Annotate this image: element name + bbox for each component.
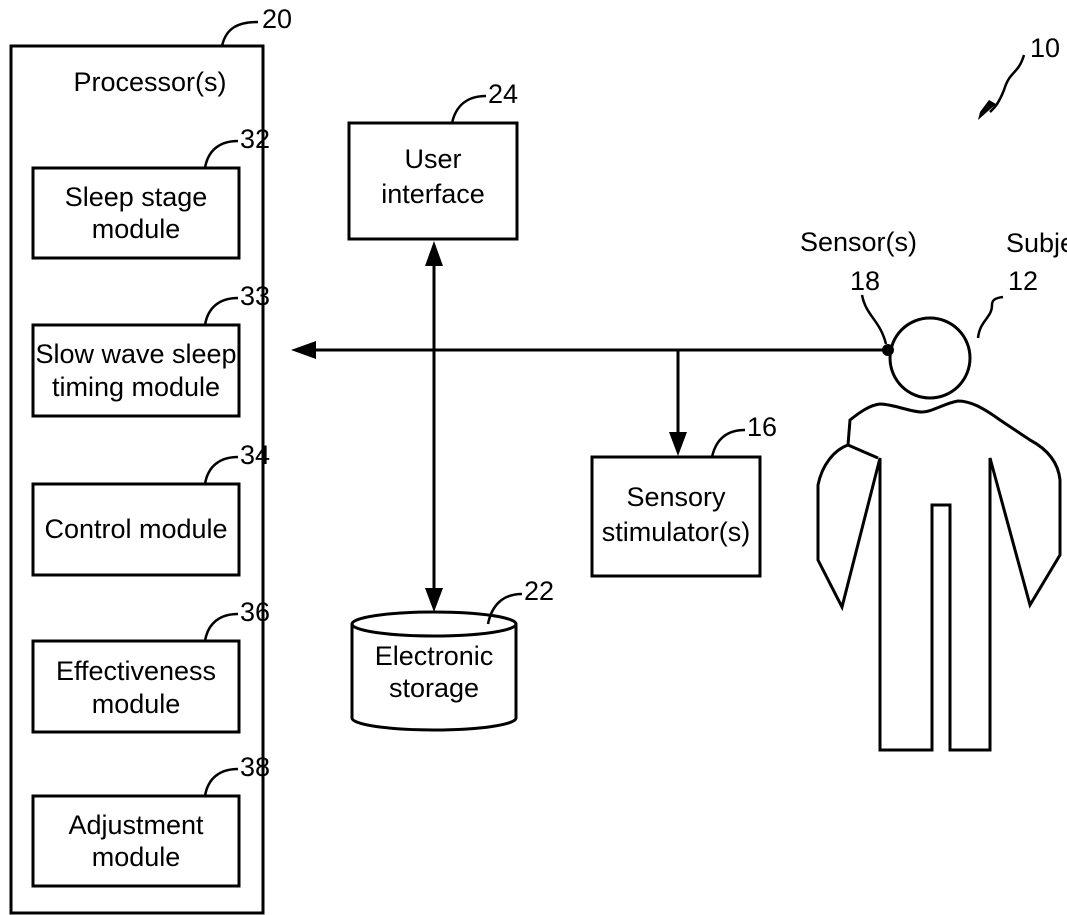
subject-head <box>888 316 972 400</box>
effectiveness-module-label-line2: module <box>92 689 181 719</box>
effectiveness-module-box <box>31 639 241 734</box>
control-module-ref-leader <box>203 455 239 485</box>
stimulator-arrowhead <box>669 432 687 456</box>
sws-timing-module-ref-number: 33 <box>240 281 270 311</box>
user-interface-block: User interface 24 <box>347 79 519 241</box>
sws-timing-module-box <box>31 323 241 418</box>
control-module-ref-number: 34 <box>240 440 270 470</box>
user-interface-label-line1: User <box>404 144 461 174</box>
storage-arrowhead <box>425 588 443 612</box>
electronic-storage-cylinder-body <box>350 624 518 732</box>
sensor-dot <box>882 344 894 356</box>
sensory-stimulator-ref-leader <box>710 428 746 458</box>
control-module-label: Control module <box>44 514 227 544</box>
subject-label: Subject <box>1006 228 1067 258</box>
sws-timing-module: Slow wave sleep timing module 33 <box>31 281 270 418</box>
subject-ref-number: 12 <box>1008 266 1038 296</box>
sws-timing-module-label-line1: Slow wave sleep <box>35 339 236 369</box>
electronic-storage-ref-leader <box>486 592 523 625</box>
figure-ref-number: 10 <box>1030 33 1060 63</box>
sensor-label: Sensor(s) <box>800 227 917 257</box>
user-interface-box <box>347 121 519 241</box>
adjustment-module-box <box>31 794 241 888</box>
sleep-stage-module-ref-number: 32 <box>240 124 270 154</box>
adjustment-module-label-line1: Adjustment <box>68 810 204 840</box>
sleep-stage-module-ref-leader <box>203 139 239 169</box>
adjustment-module-label-line2: module <box>92 842 181 872</box>
sleep-stage-module-label-line2: module <box>92 214 181 244</box>
figure-ref-arrowhead <box>978 100 996 120</box>
electronic-storage-block: Electronic storage 22 <box>350 576 554 732</box>
processor-ref-leader <box>220 20 259 47</box>
sensory-stimulator-box <box>590 455 762 578</box>
sleep-stage-module-box <box>31 166 241 260</box>
figure-ref-leader <box>989 54 1026 113</box>
control-module-box <box>31 482 241 577</box>
adjustment-module-ref-number: 38 <box>240 752 270 782</box>
sws-timing-module-ref-leader <box>203 296 239 326</box>
sws-timing-module-label-line2: timing module <box>52 372 220 402</box>
sensory-stimulator-block: Sensory stimulator(s) 16 <box>590 412 777 578</box>
processor-label: Processor(s) <box>73 67 226 97</box>
ui-arrowhead <box>425 241 443 266</box>
user-interface-label-line2: interface <box>381 179 485 209</box>
processor-input-arrowhead <box>291 341 316 359</box>
effectiveness-module-label-line1: Effectiveness <box>56 656 216 686</box>
user-interface-ref-number: 24 <box>488 79 518 109</box>
sensor-group: Sensor(s) 18 <box>800 227 917 356</box>
electronic-storage-label-line1: Electronic <box>375 641 494 671</box>
sensor-ref-leader <box>860 294 888 345</box>
adjustment-module-ref-leader <box>203 767 239 797</box>
subject-body <box>816 399 1062 752</box>
effectiveness-module-ref-number: 36 <box>240 597 270 627</box>
sleep-stage-module-label-line1: Sleep stage <box>65 182 208 212</box>
subject-ref-leader <box>976 295 1004 339</box>
connections <box>291 241 888 612</box>
sensory-stimulator-ref-number: 16 <box>747 412 777 442</box>
effectiveness-module-ref-leader <box>203 612 239 642</box>
processor-ref-number: 20 <box>262 4 292 34</box>
subject-figure: Subject 12 <box>816 228 1067 752</box>
sensory-stimulator-label-line1: Sensory <box>626 482 726 512</box>
control-module: Control module 34 <box>31 440 270 577</box>
electronic-storage-label-line2: storage <box>389 673 479 703</box>
effectiveness-module: Effectiveness module 36 <box>31 597 270 734</box>
adjustment-module: Adjustment module 38 <box>31 752 270 888</box>
electronic-storage-ref-number: 22 <box>524 576 554 606</box>
sensor-ref-number: 18 <box>850 266 880 296</box>
user-interface-ref-leader <box>450 94 487 124</box>
figure-ref-group: 10 <box>978 33 1060 120</box>
sleep-stage-module: Sleep stage module 32 <box>31 124 270 260</box>
sensory-stimulator-label-line2: stimulator(s) <box>602 517 751 547</box>
